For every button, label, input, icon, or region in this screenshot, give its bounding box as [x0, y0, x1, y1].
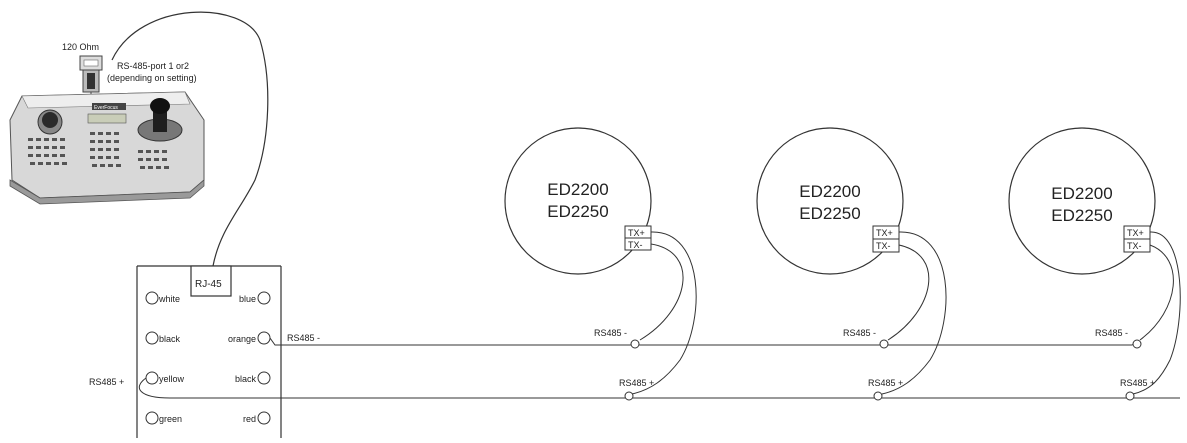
terminal-black-right — [257, 371, 271, 385]
rs485-plus-node — [873, 391, 883, 401]
tx-plus-wire — [1132, 231, 1181, 395]
dome-camera-1: ED2200 ED2250 TX+ TX- RS485 - RS485 + — [504, 127, 697, 401]
tx-minus-label: TX- — [628, 240, 643, 250]
dome-camera-3: ED2200 ED2250 TX+ TX- RS485 - RS485 + — [1008, 127, 1181, 401]
joystick-icon — [137, 98, 183, 142]
camera-model-line2: ED2250 — [1051, 206, 1112, 225]
tx-minus-label: TX- — [1127, 241, 1142, 251]
terminal-label-yellow: yellow — [159, 374, 185, 384]
rs485-minus-node — [879, 339, 889, 349]
knob-icon — [37, 109, 63, 135]
tx-plus-wire — [631, 231, 697, 395]
terminal-label-blue: blue — [239, 294, 256, 304]
rs485-plus-node — [624, 391, 634, 401]
tx-minus-label: TX- — [876, 241, 891, 251]
tx-plus-label: TX+ — [1127, 228, 1144, 238]
keyboard-brand: EverFocus — [94, 105, 118, 111]
junction-box: RJ-45 white black yellow green blue oran… — [136, 265, 282, 438]
dome-camera-2: ED2200 ED2250 TX+ TX- RS485 - RS485 + — [756, 127, 947, 401]
rs485-minus-node — [1132, 339, 1142, 349]
keyboard-controller: 120 Ohm EverFocus — [9, 42, 205, 205]
rs485-plus-bus — [139, 377, 1180, 399]
terminal-label-black-left: black — [159, 334, 181, 344]
camera-model-line2: ED2250 — [799, 204, 860, 223]
port-label-line2: (depending on setting) — [107, 73, 197, 83]
rs485-minus-label: RS485 - — [843, 328, 876, 338]
rj45-connector — [190, 265, 232, 297]
terminator-label: 120 Ohm — [62, 42, 99, 52]
camera-model-line1: ED2200 — [547, 180, 608, 199]
terminal-label-white: white — [158, 294, 180, 304]
bus-label-minus: RS485 - — [287, 333, 320, 343]
camera-housing-icon — [756, 127, 904, 275]
terminal-label-black-right: black — [235, 374, 257, 384]
terminal-blue — [257, 291, 271, 305]
tx-plus-wire — [881, 231, 947, 395]
terminal-white — [145, 291, 159, 305]
rs485-plus-label: RS485 + — [1120, 378, 1155, 388]
rj45-label: RJ-45 — [195, 279, 222, 290]
camera-model-line1: ED2200 — [799, 182, 860, 201]
port-label-line1: RS-485-port 1 or2 — [117, 61, 189, 71]
terminal-green — [145, 411, 159, 425]
keyboard-display — [87, 113, 127, 124]
rs485-minus-label: RS485 - — [594, 328, 627, 338]
rs485-plus-label: RS485 + — [619, 378, 654, 388]
tx-minus-wire — [887, 244, 930, 341]
terminal-red — [257, 411, 271, 425]
key-grid — [28, 132, 169, 169]
rs485-minus-node — [630, 339, 640, 349]
terminal-yellow — [145, 371, 159, 385]
terminal-label-red: red — [243, 414, 256, 424]
rs485-minus-bus — [269, 337, 1138, 346]
rs485-cable — [111, 11, 269, 267]
camera-model-line2: ED2250 — [547, 202, 608, 221]
bus-label-plus: RS485 + — [89, 377, 124, 387]
rs485-plus-node — [1125, 391, 1135, 401]
tx-plus-label: TX+ — [628, 228, 645, 238]
camera-housing-icon — [1008, 127, 1156, 275]
camera-housing-icon — [504, 127, 652, 275]
tx-minus-wire — [639, 243, 684, 341]
rs485-minus-label: RS485 - — [1095, 328, 1128, 338]
terminal-label-green: green — [159, 414, 182, 424]
terminal-black-left — [145, 331, 159, 345]
tx-plus-label: TX+ — [876, 228, 893, 238]
tx-minus-wire — [1139, 244, 1174, 341]
terminal-orange — [257, 331, 271, 345]
terminal-label-orange: orange — [228, 334, 256, 344]
terminator-resistor-icon — [79, 55, 103, 98]
camera-model-line1: ED2200 — [1051, 184, 1112, 203]
rs485-plus-label: RS485 + — [868, 378, 903, 388]
